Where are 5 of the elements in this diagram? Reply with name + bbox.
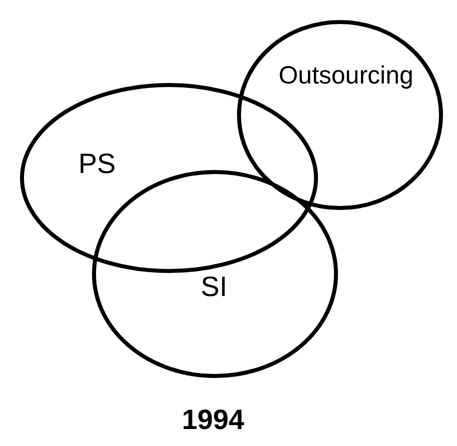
circle-label: PS [78, 150, 116, 178]
circle-label: SI [200, 273, 228, 301]
venn-circle [237, 20, 443, 210]
year-caption: 1994 [182, 406, 244, 434]
circle-label: Outsourcing [278, 64, 414, 88]
